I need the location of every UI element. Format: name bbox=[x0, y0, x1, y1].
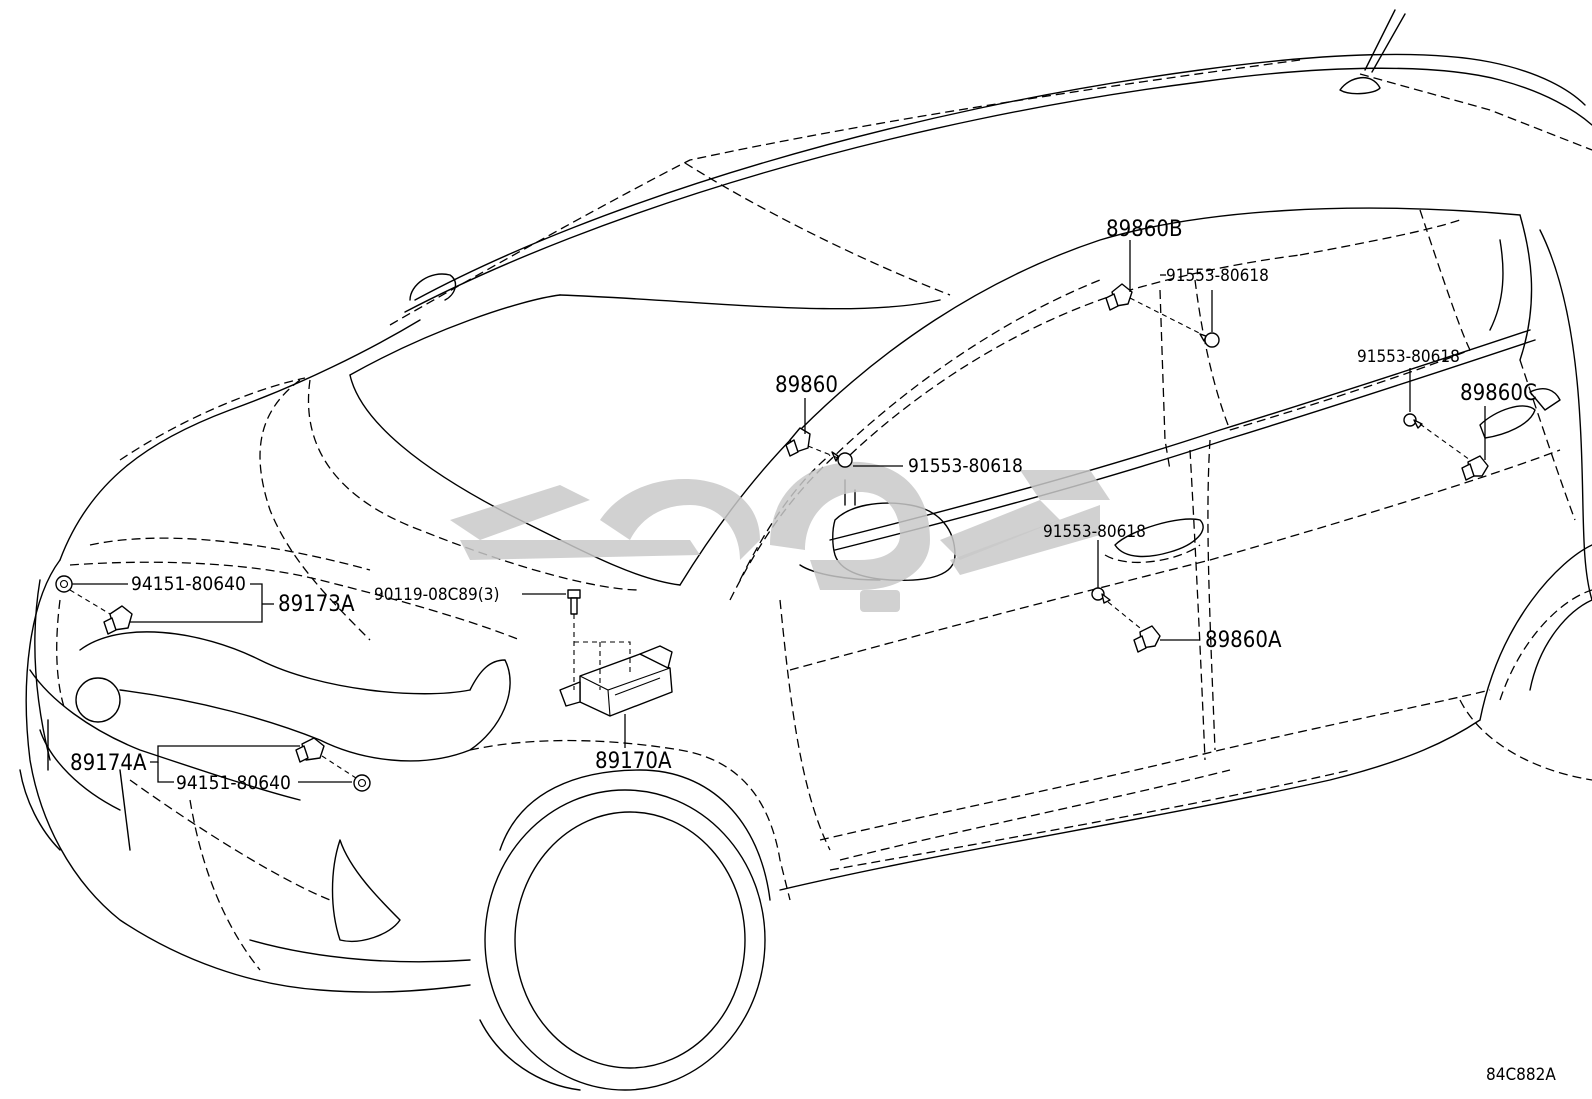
label-91553-80618-b: 91553-80618 bbox=[908, 455, 1023, 477]
label-91553-80618-c: 91553-80618 bbox=[1357, 347, 1460, 367]
sensor-89174a bbox=[295, 737, 325, 763]
label-89174a: 89174A bbox=[70, 751, 147, 776]
sensor-89860 bbox=[785, 427, 811, 457]
bolt-91553-80618-d bbox=[1091, 587, 1111, 604]
leader-lines bbox=[72, 240, 1486, 783]
watermark-logo bbox=[450, 461, 1110, 612]
label-89173a: 89173A bbox=[278, 592, 355, 617]
part-labels: 89860B 91553-80618 89860 91553-80618 915… bbox=[70, 217, 1556, 1085]
sensor-89860c bbox=[1461, 455, 1489, 481]
nut-94151-80640-a bbox=[55, 575, 73, 593]
label-89170a: 89170A bbox=[595, 749, 672, 774]
label-89860b: 89860B bbox=[1106, 217, 1183, 242]
nut-94151-80640-b bbox=[353, 774, 371, 792]
car-outline bbox=[19, 9, 1592, 1091]
bolt-90119-08c89 bbox=[567, 589, 581, 615]
sensor-89860a bbox=[1133, 625, 1161, 653]
diagram-reference-code: 84C882A bbox=[1486, 1065, 1556, 1085]
airbag-sensor-module-89170a bbox=[559, 645, 673, 717]
label-89860c: 89860C bbox=[1460, 381, 1537, 406]
sensor-89860b bbox=[1105, 283, 1133, 311]
bolt-91553-80618-c bbox=[1403, 413, 1423, 429]
label-90119-08c89: 90119-08C89(3) bbox=[374, 585, 499, 605]
label-94151-80640-a: 94151-80640 bbox=[131, 573, 246, 595]
label-91553-80618-d: 91553-80618 bbox=[1043, 522, 1146, 542]
label-91553-80618-a: 91553-80618 bbox=[1166, 266, 1269, 286]
label-94151-80640-b: 94151-80640 bbox=[176, 772, 291, 794]
label-89860a: 89860A bbox=[1205, 628, 1282, 653]
sensor-89173a bbox=[103, 605, 133, 635]
label-89860: 89860 bbox=[775, 373, 838, 398]
